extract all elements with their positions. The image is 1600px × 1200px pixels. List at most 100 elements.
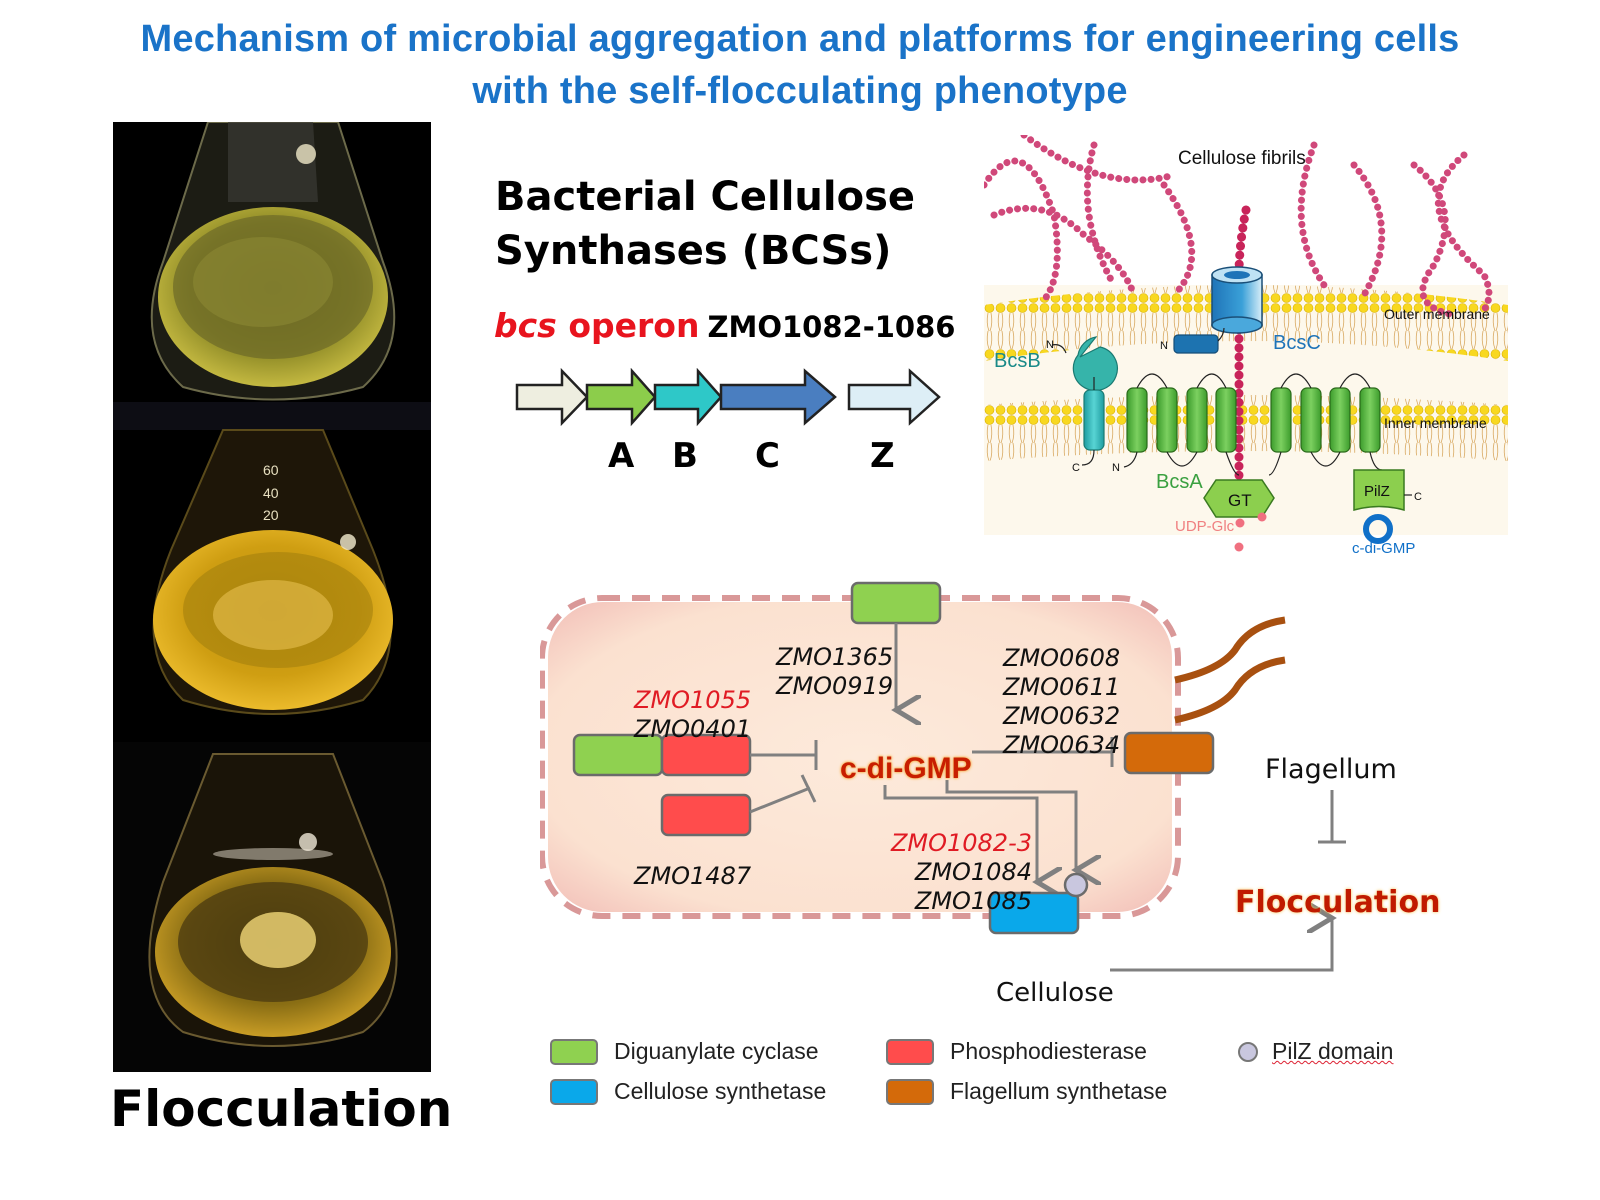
gene-arrow-b bbox=[653, 368, 723, 427]
bcsb-c-terminus: C bbox=[1072, 462, 1080, 474]
gene-zmo0919: ZMO0919 bbox=[776, 672, 894, 700]
operon-italic: bcs bbox=[494, 306, 557, 345]
flagellum-2 bbox=[1174, 656, 1286, 724]
legend-swatch-pilz bbox=[1238, 1041, 1258, 1062]
dual-gene-list: ZMO1055 ZMO0401 bbox=[634, 686, 751, 744]
gene-label-b: B bbox=[672, 436, 698, 476]
gene-arrow-a bbox=[585, 368, 657, 427]
cellulose-fibrils-label: Cellulose fibrils bbox=[1178, 148, 1306, 169]
bcs-title-line-2: Synthases (BCSs) bbox=[495, 228, 892, 274]
graduation-40: 40 bbox=[263, 485, 279, 501]
gene-label-c: C bbox=[755, 436, 780, 476]
legend-cellulose-synthetase: Cellulose synthetase bbox=[550, 1078, 826, 1105]
bcsb-protein bbox=[1072, 336, 1118, 392]
gene-label-a: A bbox=[608, 436, 635, 476]
bcsb-helix bbox=[1083, 389, 1105, 451]
gene-zmo0632: ZMO0632 bbox=[1003, 702, 1121, 730]
legend-diguanylate-cyclase: Diguanylate cyclase bbox=[550, 1038, 819, 1065]
pilz-domain-dot bbox=[1063, 872, 1089, 898]
udp-glc-dots bbox=[1234, 512, 1267, 552]
legend-swatch-pde bbox=[886, 1038, 934, 1065]
cdigmp-label: c-di-GMP bbox=[1352, 540, 1415, 555]
operon-id: ZMO1082-1086 bbox=[707, 310, 956, 344]
title-line-2: with the self-flocculating phenotype bbox=[472, 70, 1128, 112]
flask-photo-panel: 60 40 20 bbox=[113, 122, 431, 1072]
cellulose-node: Cellulose bbox=[996, 978, 1114, 1008]
legend-label: Diguanylate cyclase bbox=[614, 1038, 819, 1064]
legend-swatch-flagellum bbox=[886, 1078, 934, 1105]
operon-arrows bbox=[515, 368, 941, 427]
gene-arrow-z bbox=[847, 368, 941, 426]
gene-zmo0611: ZMO0611 bbox=[1003, 673, 1121, 701]
gene-label-z: Z bbox=[870, 436, 895, 476]
legend-phosphodiesterase: Phosphodiesterase bbox=[886, 1038, 1147, 1065]
bcsb-n-terminus: N bbox=[1046, 339, 1054, 351]
pde-inhibit-line bbox=[749, 786, 811, 814]
cdigmp-molecule bbox=[1363, 514, 1393, 544]
cellulose-activation-arrow-1 bbox=[883, 785, 1037, 882]
membrane-diagram: Cellulose fibrils Outer membrane Inner m… bbox=[984, 135, 1508, 555]
flagellum-1 bbox=[1174, 616, 1286, 684]
flask-photos: 60 40 20 bbox=[113, 122, 431, 1072]
flask-non-flocculating bbox=[113, 122, 431, 430]
gene-zmo1085: ZMO1085 bbox=[914, 887, 1032, 915]
pathway-diagram bbox=[540, 581, 1346, 972]
pilz-label: PilZ bbox=[1364, 483, 1390, 500]
flocculation-caption: Flocculation bbox=[110, 1080, 453, 1138]
bcsa-helices bbox=[1081, 373, 1383, 476]
bcsa-n-terminus: N bbox=[1112, 462, 1120, 474]
bcsb-label: BcsB bbox=[994, 350, 1041, 372]
gene-zmo0401: ZMO0401 bbox=[634, 715, 752, 743]
gene-zmo1084: ZMO1084 bbox=[914, 858, 1032, 886]
graduation-20: 20 bbox=[263, 507, 279, 523]
dgc-box-top bbox=[850, 581, 942, 625]
gene-zmo1055: ZMO1055 bbox=[634, 686, 752, 714]
bcs-title-line-1: Bacterial Cellulose bbox=[495, 174, 916, 220]
legend-label: Cellulose synthetase bbox=[614, 1078, 827, 1104]
cellulose-gene-list: ZMO1082-3 ZMO1084 ZMO1085 bbox=[886, 829, 1032, 916]
cellulose-synthetase-box bbox=[988, 891, 1080, 935]
flask-partial-flocculating: 60 40 20 bbox=[152, 429, 393, 715]
cellulose-fibrils bbox=[984, 135, 1493, 319]
legend-label: Flagellum synthetase bbox=[950, 1078, 1168, 1104]
bcsc-protein bbox=[1173, 266, 1263, 354]
graduation-60: 60 bbox=[263, 462, 279, 478]
pilz-domain bbox=[1353, 469, 1405, 511]
gene-zmo0608: ZMO0608 bbox=[1003, 644, 1121, 672]
flagellum-gene-list: ZMO0608 ZMO0611 ZMO0632 ZMO0634 bbox=[1003, 644, 1120, 760]
gene-zmo0634: ZMO0634 bbox=[1003, 731, 1121, 759]
gene-zmo1082-3: ZMO1082-3 bbox=[890, 829, 1032, 857]
bcsa-label: BcsA bbox=[1156, 471, 1203, 493]
legend-swatch-cellulose bbox=[550, 1078, 598, 1105]
flagellum-synthetase-box bbox=[1123, 731, 1215, 775]
udp-glc-label: UDP-Glc bbox=[1175, 518, 1235, 535]
pde-box bbox=[660, 793, 752, 837]
pilz-c-terminus: C bbox=[1414, 491, 1422, 503]
legend-label: Phosphodiesterase bbox=[950, 1038, 1147, 1064]
bcs-title: Bacterial Cellulose Synthases (BCSs) bbox=[495, 170, 915, 278]
inner-membrane-label: Inner membrane bbox=[1384, 415, 1487, 431]
bcsc-n-terminus: N bbox=[1160, 340, 1168, 352]
cdigmp-node: c-di-GMP bbox=[840, 752, 972, 785]
gene-zmo1365: ZMO1365 bbox=[776, 643, 894, 671]
legend-flagellum-synthetase: Flagellum synthetase bbox=[886, 1078, 1167, 1105]
cellulose-activation-arrow-2 bbox=[945, 780, 1076, 870]
gene-arrow-upstream bbox=[515, 368, 589, 427]
gene-arrow-c bbox=[719, 368, 837, 426]
legend-label: PilZ domain bbox=[1272, 1038, 1394, 1064]
gene-zmo1487: ZMO1487 bbox=[634, 862, 752, 890]
operon-word: operon bbox=[556, 306, 700, 345]
legend-pilz-domain: PilZ domain bbox=[1238, 1038, 1393, 1065]
bcsc-label: BcsC bbox=[1273, 332, 1321, 354]
outer-membrane-label: Outer membrane bbox=[1384, 306, 1490, 322]
title-line-1: Mechanism of microbial aggregation and p… bbox=[140, 18, 1460, 60]
flask-flocculating bbox=[113, 742, 431, 1072]
pde-inhibit-bar bbox=[800, 774, 817, 803]
flagellum-node: Flagellum bbox=[1265, 754, 1397, 785]
dgc-top-gene-list: ZMO1365 ZMO0919 bbox=[776, 643, 893, 701]
legend-swatch-dgc bbox=[550, 1038, 598, 1065]
gt-label: GT bbox=[1228, 491, 1252, 510]
flocculation-node: Flocculation bbox=[1235, 885, 1441, 920]
cellulose-to-flocculation-arrow bbox=[1110, 918, 1332, 972]
